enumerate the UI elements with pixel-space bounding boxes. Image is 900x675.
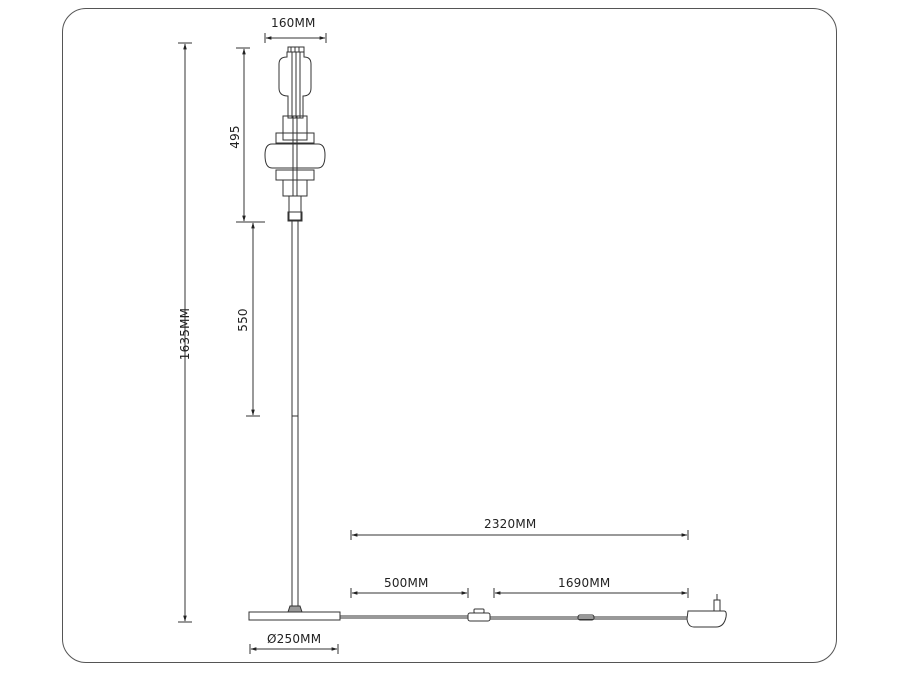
dim-head-width xyxy=(264,33,327,43)
drawing-frame xyxy=(62,8,837,663)
label-cable-total: 2320MM xyxy=(484,517,537,531)
lamp-head xyxy=(264,46,326,222)
label-stem-segment: 550 xyxy=(236,308,250,332)
label-switch-to-plug: 1690MM xyxy=(558,576,611,590)
power-adapter xyxy=(686,610,727,628)
lamp-stem xyxy=(287,221,303,613)
label-base-diameter: Ø250MM xyxy=(267,632,322,646)
label-head-height: 495 xyxy=(228,125,242,149)
dim-switch-to-plug xyxy=(493,588,689,598)
dim-total-height xyxy=(178,42,192,623)
power-cable xyxy=(340,594,727,628)
lamp-base xyxy=(248,611,341,621)
diffuser-disc xyxy=(264,143,326,169)
dim-base-diameter xyxy=(249,644,339,654)
foot-switch xyxy=(467,612,491,622)
cable-connector xyxy=(577,614,595,621)
dim-cable-to-switch xyxy=(350,588,469,598)
label-total-height: 1635MM xyxy=(178,307,192,361)
label-head-width: 160MM xyxy=(271,16,316,30)
dim-stem-segment xyxy=(246,222,260,417)
dim-cable-total xyxy=(350,530,689,540)
dim-head-height xyxy=(236,47,265,223)
label-cable-to-switch: 500MM xyxy=(384,576,429,590)
